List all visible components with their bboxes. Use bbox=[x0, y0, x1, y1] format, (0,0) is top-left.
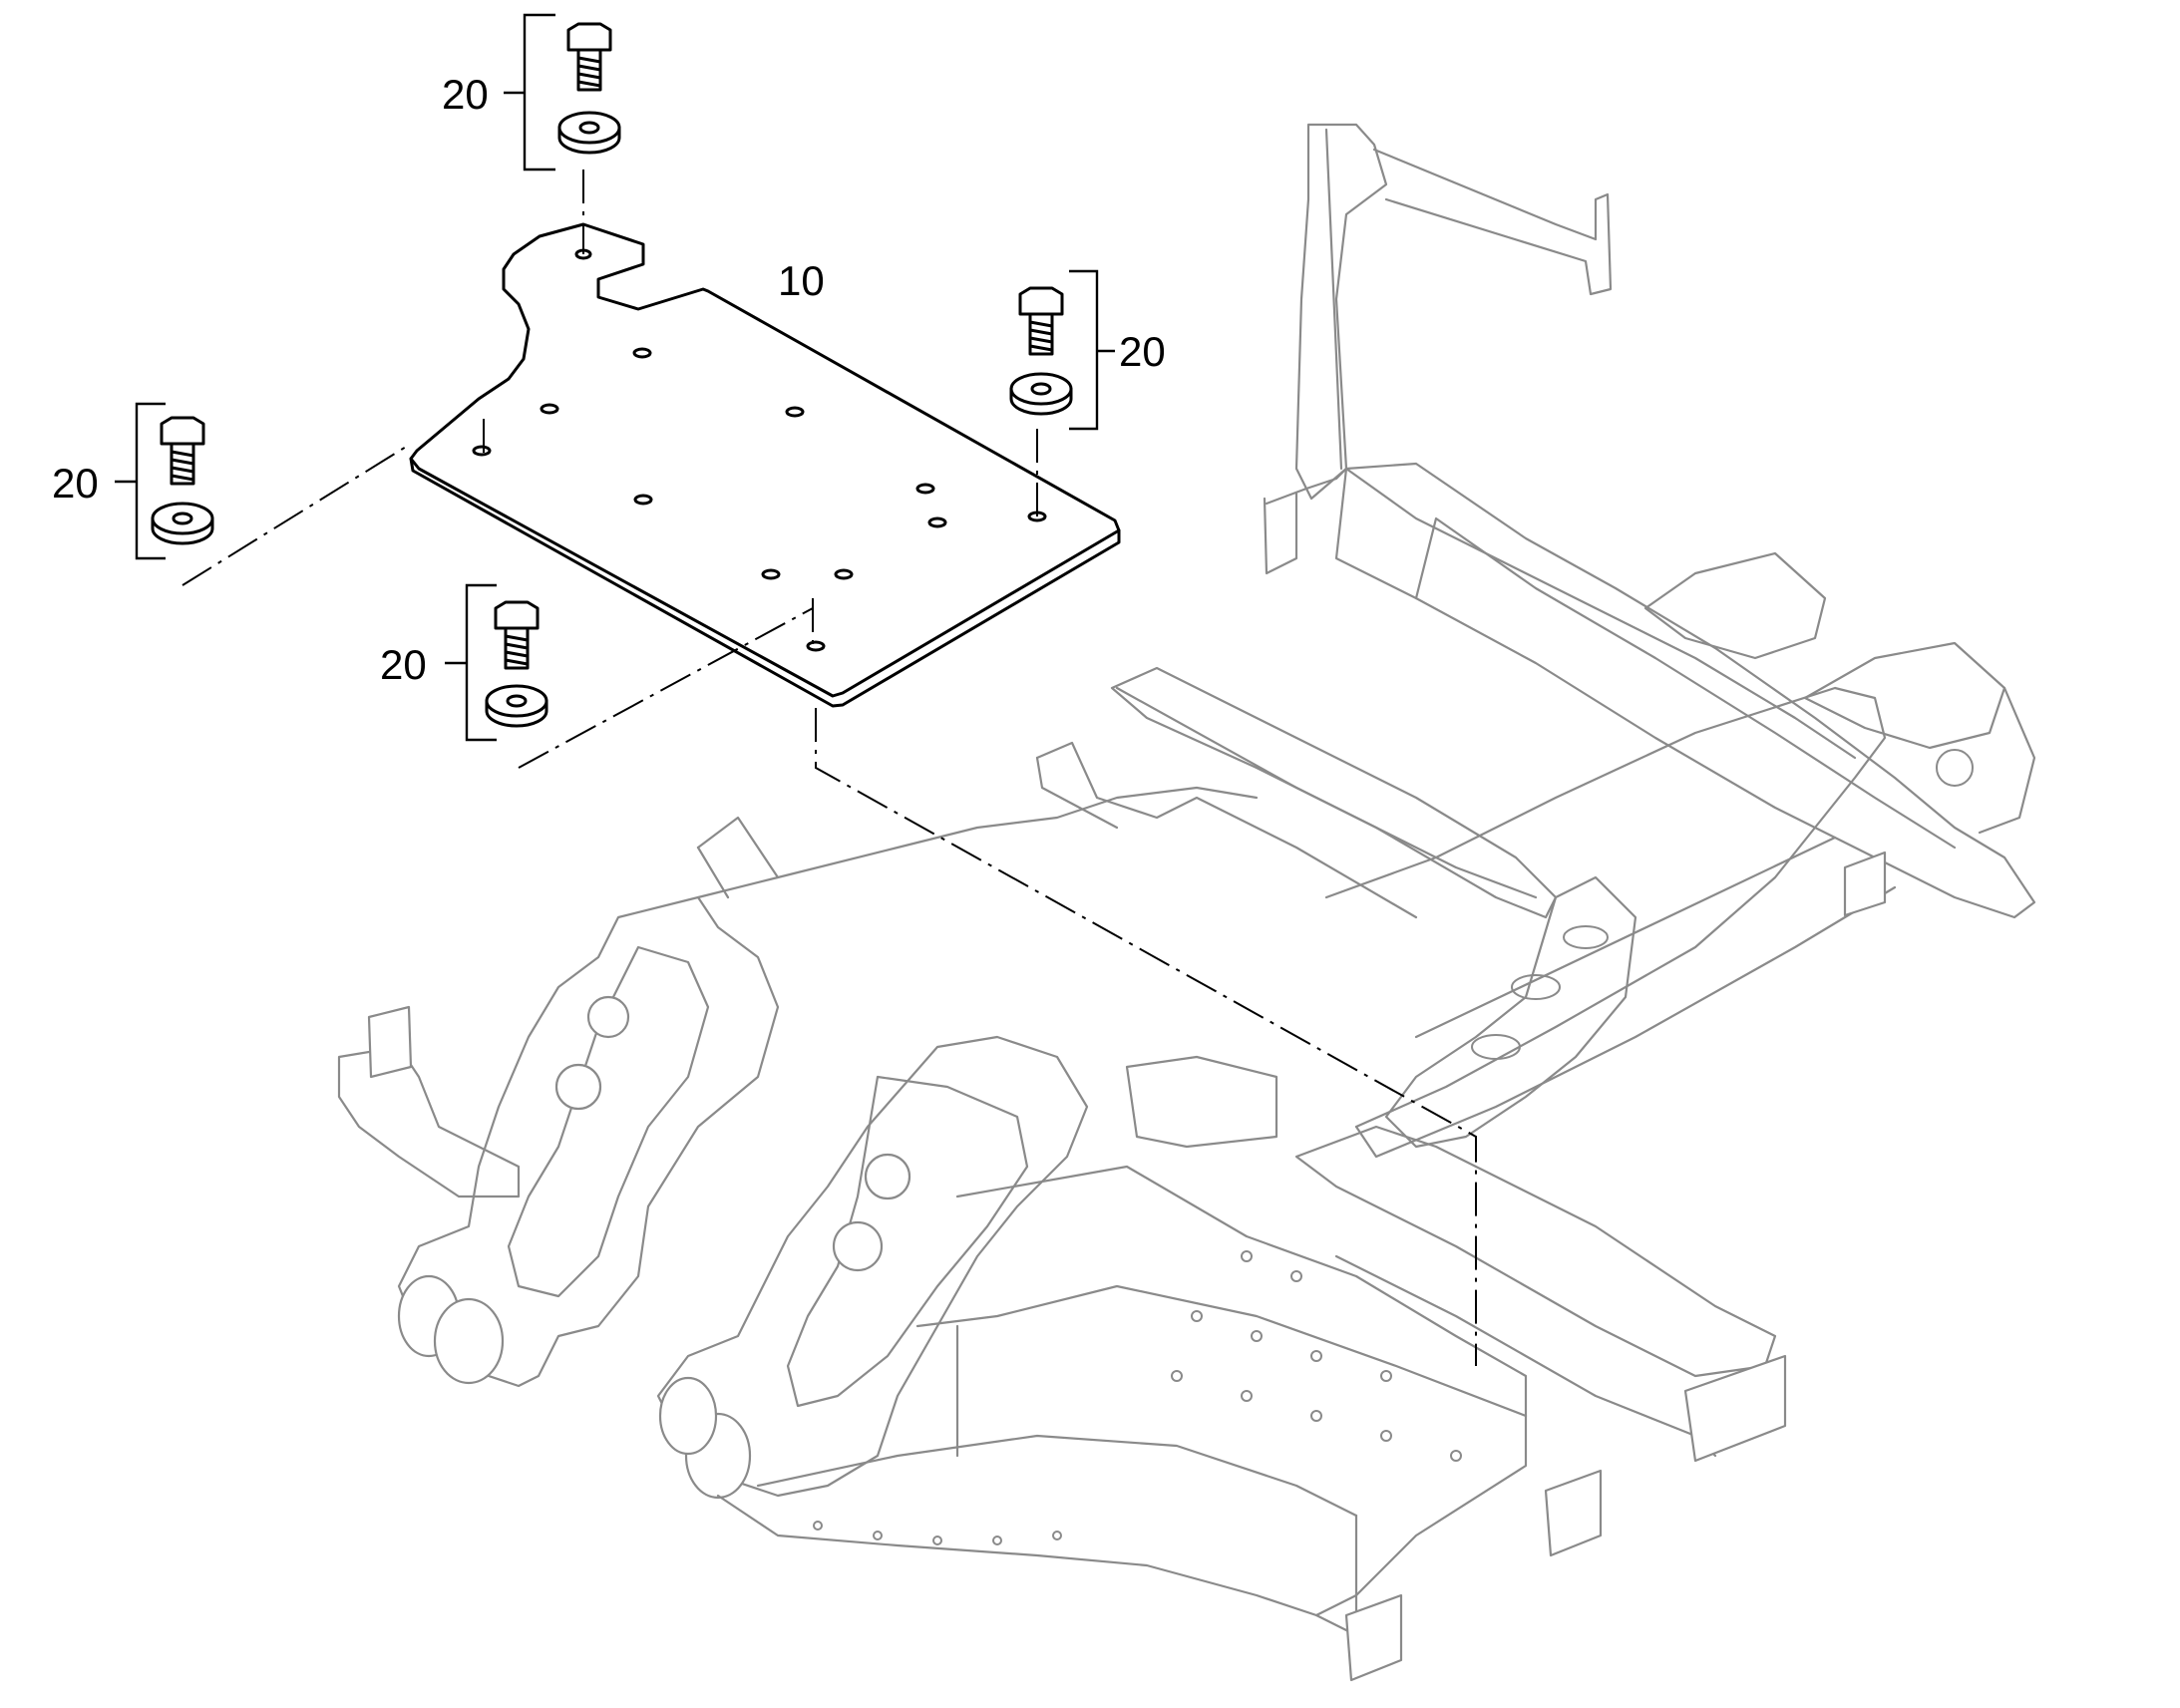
callout-plate: 10 bbox=[778, 257, 825, 304]
plate-holes bbox=[472, 248, 1047, 652]
assembly-center-lines bbox=[182, 170, 1477, 1366]
callout-fastener-top: 20 bbox=[442, 71, 489, 118]
bolt-icon bbox=[494, 600, 540, 670]
washer-icon bbox=[151, 502, 214, 545]
washer-icon bbox=[485, 684, 548, 728]
callout-fastener-right: 20 bbox=[1119, 328, 1166, 375]
callout-fastener-bottom: 20 bbox=[380, 641, 427, 688]
washer-icon bbox=[557, 111, 621, 155]
mounting-plate bbox=[409, 222, 1121, 708]
washer-icon bbox=[1009, 372, 1073, 416]
fastener-group-top bbox=[504, 13, 621, 171]
fastener-group-bottom bbox=[445, 583, 548, 742]
machine-frame bbox=[337, 123, 2036, 1682]
callout-fastener-left: 20 bbox=[52, 460, 99, 507]
fastener-group-left bbox=[115, 402, 214, 560]
fastener-group-right bbox=[1009, 269, 1115, 431]
bolt-icon bbox=[566, 22, 612, 92]
bolt-icon bbox=[160, 416, 205, 486]
bolt-icon bbox=[1018, 286, 1064, 356]
